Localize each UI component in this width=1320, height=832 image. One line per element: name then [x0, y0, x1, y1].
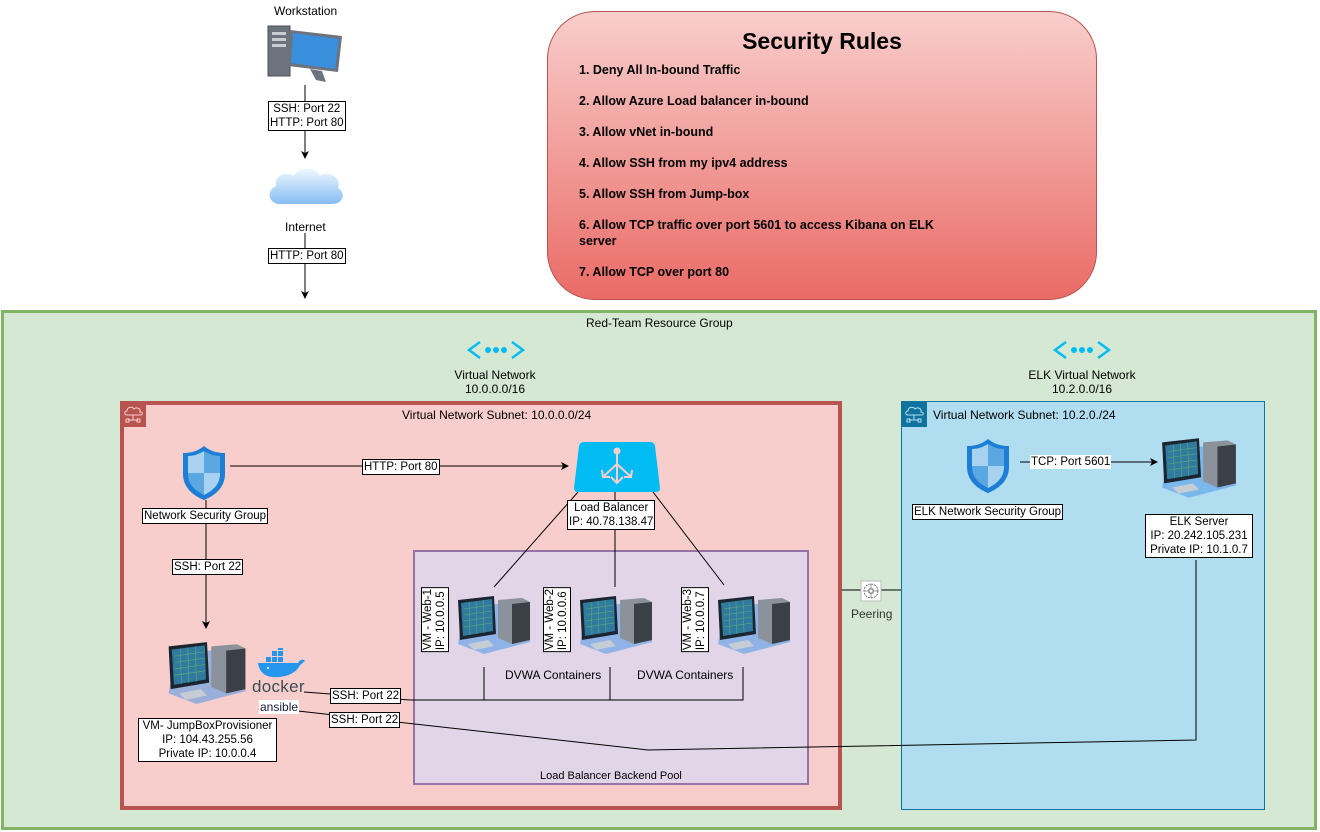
ansible-label: ansible: [259, 700, 300, 714]
docker-whale-icon[interactable]: [256, 648, 306, 678]
backend-pool-label: Load Balancer Backend Pool: [540, 770, 682, 782]
workstation-icon[interactable]: [266, 22, 346, 84]
elk-virtual-network-icon[interactable]: [1052, 340, 1112, 360]
elk-server-name: ELK Server: [1169, 516, 1229, 528]
nsg-http-edge-label: HTTP: Port 80: [362, 459, 440, 475]
vm-web-3-name: VM - Web-3: [682, 589, 694, 651]
elk-server-ip: IP: 20.242.105.231: [1150, 530, 1248, 542]
jumpbox-private-ip: Private IP: 10.0.0.4: [158, 748, 257, 760]
peering-label: Peering: [851, 607, 893, 621]
jumpbox-ip: IP: 104.43.255.56: [162, 734, 253, 746]
edge-lb-web3: [652, 491, 725, 586]
edge-ansible-elk: [297, 560, 1197, 751]
vm-web-3-ip: IP: 10.0.0.7: [695, 591, 707, 651]
vm-web-3-icon[interactable]: [714, 594, 794, 654]
internet-edge-label: HTTP: Port 80: [268, 248, 346, 264]
elk-server-label: ELK Server IP: 20.242.105.231 Private IP…: [1145, 514, 1253, 558]
workstation-label: Workstation: [274, 4, 338, 18]
elk-nsg-label: ELK Network Security Group: [912, 504, 1064, 520]
vnet2-name: ELK Virtual Network: [1028, 368, 1136, 382]
elk-server-private-ip: Private IP: 10.1.0.7: [1150, 544, 1248, 556]
nsg-shield-icon[interactable]: [181, 444, 227, 502]
load-balancer-label: Load Balancer IP: 40.78.138.47: [567, 500, 656, 530]
dvwa-containers-2: DVWA Containers: [637, 668, 734, 682]
elk-nsg-shield-icon[interactable]: [965, 437, 1011, 495]
vm-web-1-name: VM - Web-1: [422, 589, 434, 651]
resource-group-label: Red-Team Resource Group: [586, 316, 733, 330]
http-port-label: HTTP: Port 80: [270, 117, 344, 129]
elk-subnet-cloud-icon: [901, 401, 927, 427]
security-rules-title: Security Rules: [742, 28, 902, 54]
elk-tcp-edge-label: TCP: Port 5601: [1030, 455, 1112, 469]
security-rule: 1. Deny All In-bound Traffic: [579, 63, 741, 77]
jumpbox-name: VM- JumpBoxProvisioner: [142, 720, 273, 732]
security-rule: 7. Allow TCP over port 80: [579, 265, 730, 279]
virtual-network-icon[interactable]: [466, 340, 526, 360]
vnet1-name: Virtual Network: [454, 368, 536, 382]
internet-cloud-icon[interactable]: [266, 164, 346, 210]
load-balancer-name: Load Balancer: [574, 502, 649, 514]
vm-web-1-icon[interactable]: [454, 594, 534, 654]
docker-ssh-edge-label: SSH: Port 22: [330, 688, 402, 704]
vm-web-2-icon[interactable]: [576, 594, 656, 654]
edge-lb-web1: [493, 491, 579, 588]
dvwa-bracket: [483, 667, 744, 701]
security-rule: 6. Allow TCP traffic over port 5601 to a…: [579, 218, 934, 248]
vm-web-1-ip: IP: 10.0.0.5: [435, 591, 447, 651]
subnet-1-label: Virtual Network Subnet: 10.0.0.0/24: [402, 408, 592, 422]
load-balancer-ip: IP: 40.78.138.47: [569, 516, 654, 528]
security-rule: 2. Allow Azure Load balancer in-bound: [579, 94, 809, 108]
security-rule: 5. Allow SSH from Jump-box: [579, 187, 750, 201]
vm-web-1-label: VM - Web-1 IP: 10.0.0.5: [421, 587, 449, 653]
jumpbox-label: VM- JumpBoxProvisioner IP: 104.43.255.56…: [138, 718, 277, 762]
vnet2-cidr: 10.2.0.0/16: [1051, 382, 1113, 396]
subnet-2-label: Virtual Network Subnet: 10.2.0./24: [933, 408, 1116, 422]
elk-server-vm-icon[interactable]: [1158, 436, 1240, 498]
security-rule: 4. Allow SSH from my ipv4 address: [579, 156, 788, 170]
internet-label: Internet: [285, 220, 326, 234]
vm-web-3-label: VM - Web-3 IP: 10.0.0.7: [681, 587, 709, 653]
peering-icon[interactable]: [860, 580, 882, 602]
subnet-cloud-icon: [120, 401, 146, 427]
load-balancer-icon[interactable]: [574, 440, 660, 494]
vm-web-2-ip: IP: 10.0.0.6: [557, 591, 569, 651]
ssh-port-label: SSH: Port 22: [273, 103, 341, 115]
security-rules-panel: Security Rules 1. Deny All In-bound Traf…: [547, 11, 1097, 300]
vnet1-cidr: 10.0.0.0/16: [464, 382, 526, 396]
docker-label: docker: [252, 677, 305, 696]
nsg-ssh-edge-label: SSH: Port 22: [172, 559, 244, 575]
vm-web-2-label: VM - Web-2 IP: 10.0.0.6: [543, 587, 571, 653]
jumpbox-vm-icon[interactable]: [164, 640, 250, 704]
workstation-edge-label: SSH: Port 22 HTTP: Port 80: [268, 101, 346, 131]
vm-web-2-name: VM - Web-2: [544, 589, 556, 651]
dvwa-containers-1: DVWA Containers: [505, 668, 602, 682]
security-rule: 3. Allow vNet in-bound: [579, 125, 714, 139]
nsg-label: Network Security Group: [142, 508, 269, 524]
ansible-ssh-edge-label: SSH: Port 22: [329, 712, 401, 728]
